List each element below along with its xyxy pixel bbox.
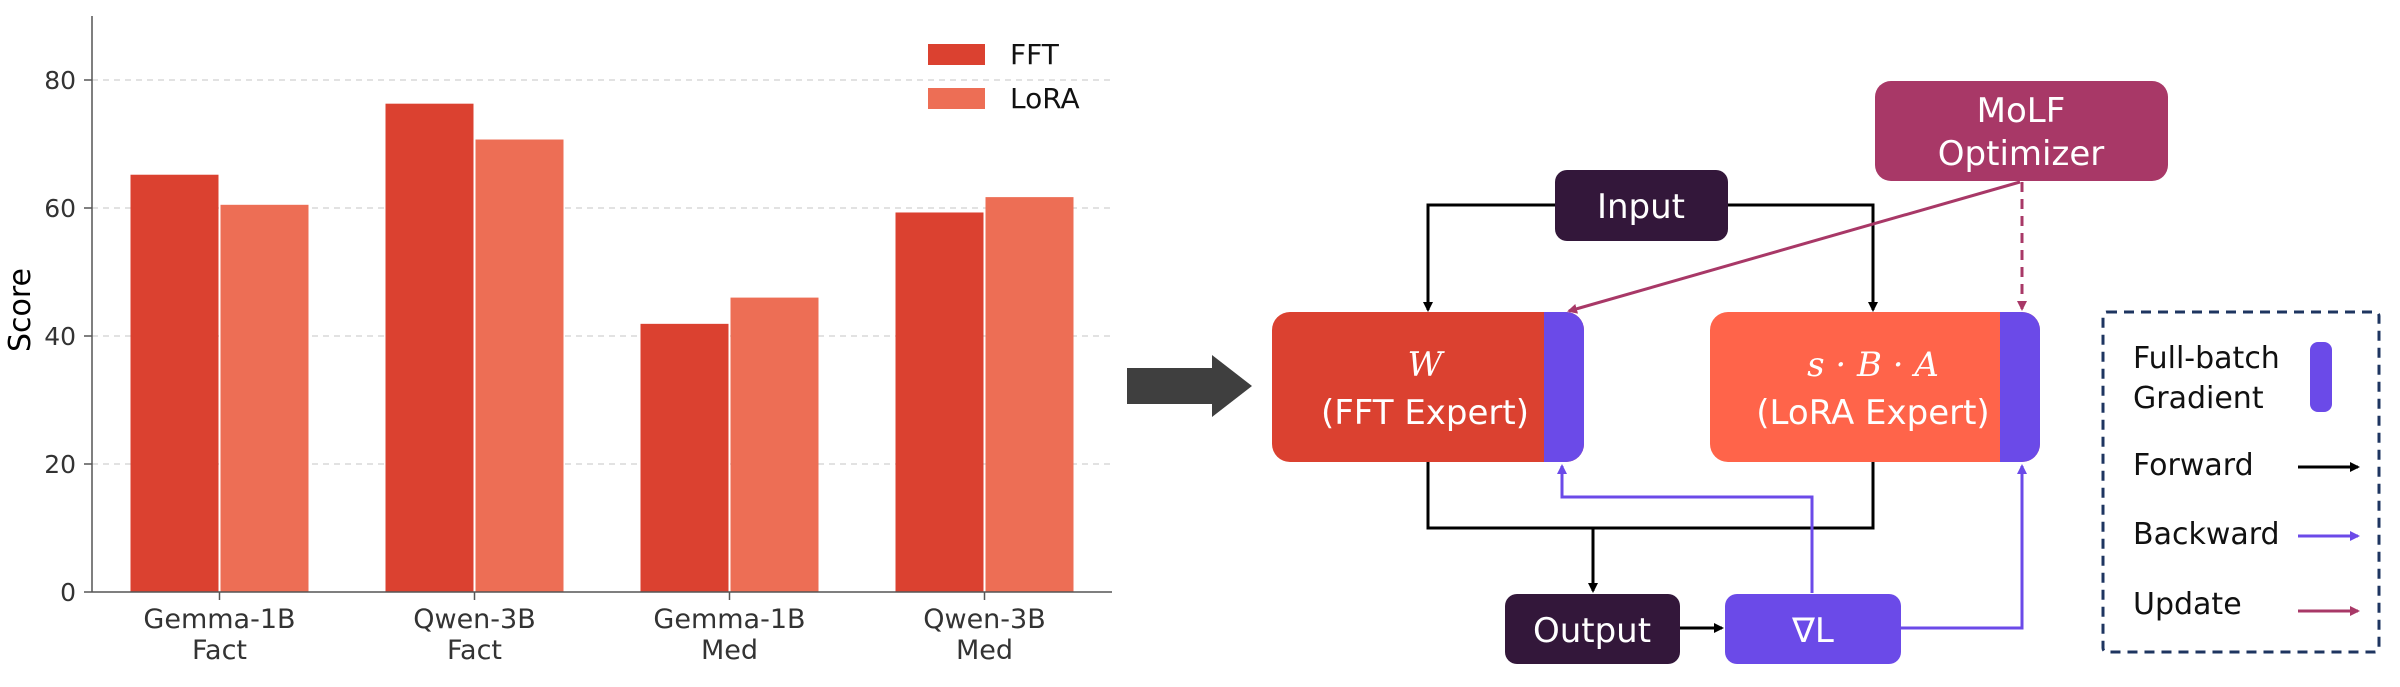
x-tick-label: Qwen-3B (413, 604, 536, 635)
legend-update-label: Update (2133, 587, 2242, 622)
legend-gradient-swatch (2310, 342, 2332, 412)
grad-label: ∇L (1791, 611, 1834, 651)
legend-swatch-fft (928, 44, 985, 65)
transition-arrow (1127, 355, 1252, 417)
bars (130, 103, 1074, 593)
bar-lora (475, 139, 564, 592)
forward-fft-to-join (1426, 462, 1875, 530)
axes (91, 16, 1112, 593)
x-tick-label: Qwen-3B (923, 604, 1046, 635)
y-axis-title: Score (3, 268, 38, 352)
diagram-legend: Full-batch Gradient Forward Backward Upd… (2101, 310, 2381, 654)
bar-lora (730, 297, 819, 592)
fft-expert-label: (FFT Expert) (1321, 393, 1529, 433)
lora-expert-label: (LoRA Expert) (1756, 393, 1989, 433)
y-ticks: 0 20 40 60 80 (44, 66, 92, 607)
fft-expert-node: W (FFT Expert) (1272, 312, 1584, 462)
x-tick-label: Gemma-1B (143, 604, 295, 635)
bar-fft (130, 174, 219, 592)
y-tick-label: 40 (44, 322, 76, 351)
x-tick-label: Fact (192, 635, 247, 666)
legend-label-lora: LoRA (1010, 82, 1080, 115)
lora-expert-node: s · B · A (LoRA Expert) (1710, 312, 2040, 462)
y-tick-label: 0 (60, 578, 76, 607)
x-tick-label: Fact (447, 635, 502, 666)
input-label: Input (1597, 187, 1685, 227)
optimizer-node: MoLF Optimizer (1875, 81, 2168, 181)
legend-forward-label: Forward (2133, 448, 2254, 483)
fft-gradient-strip (1544, 312, 1584, 462)
y-tick-label: 20 (44, 450, 76, 479)
bar-lora (985, 197, 1074, 592)
legend-backward-label: Backward (2133, 517, 2280, 552)
bar-fft (895, 212, 984, 593)
legend-label-fft: FFT (1010, 38, 1060, 71)
x-tick-label: Gemma-1B (653, 604, 805, 635)
chart-legend: FFT LoRA (928, 38, 1080, 115)
legend-swatch-lora (928, 88, 985, 109)
grad-node: ∇L (1725, 594, 1901, 664)
forward-input-to-lora (1727, 203, 1878, 312)
forward-input-to-fft (1423, 203, 1555, 312)
backward-grad-to-lora (1900, 464, 2027, 630)
bar-fft (640, 323, 729, 592)
output-node: Output (1505, 594, 1680, 664)
x-tick-label: Med (701, 635, 758, 666)
update-optimizer-to-fft (1567, 180, 2021, 314)
y-tick-label: 80 (44, 66, 76, 95)
optimizer-label-line2: Optimizer (1938, 134, 2104, 174)
optimizer-label-line1: MoLF (1977, 91, 2066, 131)
fft-math-label: W (1408, 345, 1446, 385)
y-tick-label: 60 (44, 194, 76, 223)
bar-lora (220, 204, 309, 593)
input-node: Input (1555, 170, 1728, 241)
output-label: Output (1533, 611, 1651, 651)
lora-gradient-strip (2000, 312, 2040, 462)
legend-fullbatch-line2: Gradient (2133, 381, 2264, 416)
x-ticks: Gemma-1BFactQwen-3BFactGemma-1BMedQwen-3… (143, 592, 1046, 666)
legend-fullbatch-line1: Full-batch (2133, 341, 2280, 376)
lora-math-label: s · B · A (1807, 345, 1939, 385)
bar-fft (385, 103, 474, 593)
x-tick-label: Med (956, 635, 1013, 666)
backward-grad-to-fft (1557, 464, 1814, 593)
